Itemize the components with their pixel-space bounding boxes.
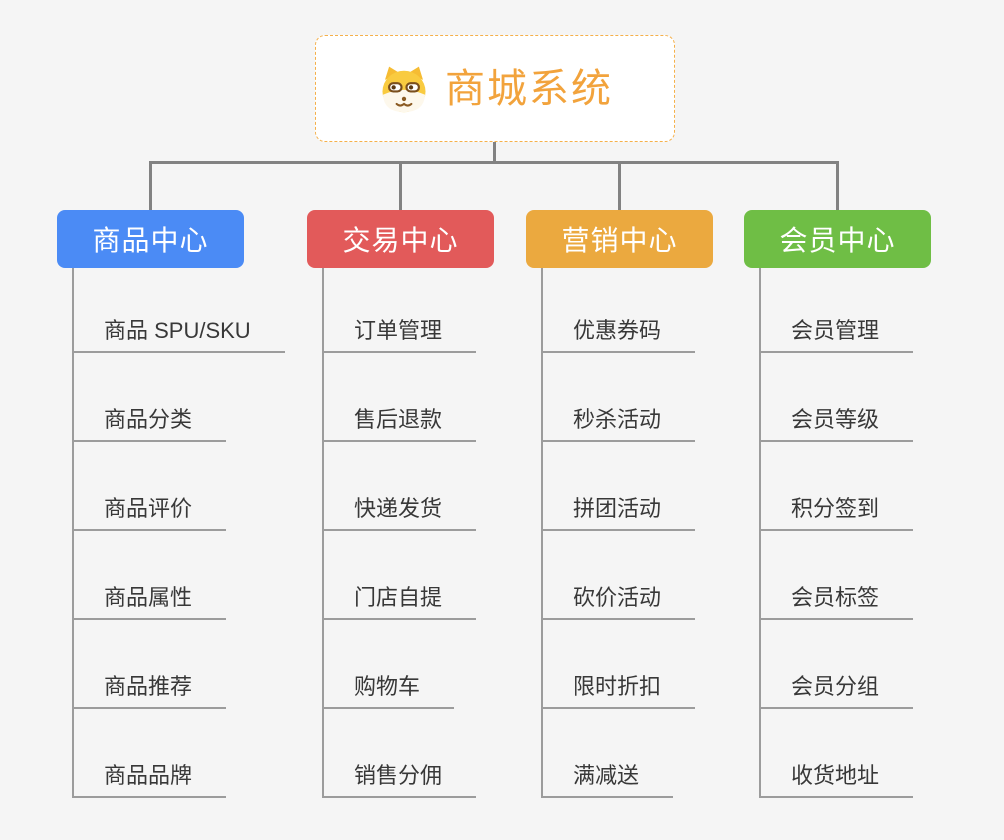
connector-drop-trade: [399, 163, 402, 210]
branch-item-list: 会员管理 会员等级 积分签到 会员标签 会员分组 收货地址: [759, 268, 954, 798]
connector-drop-product: [149, 163, 152, 210]
node-store-pickup[interactable]: 门店自提: [324, 531, 477, 620]
node-aftersale-refund[interactable]: 售后退款: [324, 353, 477, 442]
node-flash-sale[interactable]: 秒杀活动: [543, 353, 696, 442]
node-product-recommend[interactable]: 商品推荐: [74, 620, 227, 709]
connector-drop-member: [836, 163, 839, 210]
node-product-category[interactable]: 商品分类: [74, 353, 227, 442]
branch-member-center: 会员中心 会员管理 会员等级 积分签到 会员标签 会员分组 收货地址: [744, 210, 954, 798]
node-limited-time-discount[interactable]: 限时折扣: [543, 620, 696, 709]
node-shopping-cart[interactable]: 购物车: [324, 620, 455, 709]
node-member-management[interactable]: 会员管理: [761, 268, 914, 353]
branch-header-trade-center[interactable]: 交易中心: [307, 210, 494, 268]
node-shipping-address[interactable]: 收货地址: [761, 709, 914, 798]
root-node-mall-system[interactable]: 商城系统: [315, 35, 675, 142]
node-member-tag[interactable]: 会员标签: [761, 531, 914, 620]
branch-header-member-center[interactable]: 会员中心: [744, 210, 931, 268]
node-member-level[interactable]: 会员等级: [761, 353, 914, 442]
node-member-group[interactable]: 会员分组: [761, 620, 914, 709]
node-express-delivery[interactable]: 快递发货: [324, 442, 477, 531]
node-full-reduction[interactable]: 满减送: [543, 709, 674, 798]
node-points-checkin[interactable]: 积分签到: [761, 442, 914, 531]
dog-face-icon: [382, 66, 426, 112]
branch-item-list: 优惠券码 秒杀活动 拼团活动 砍价活动 限时折扣 满减送: [541, 268, 736, 798]
branch-item-list: 商品 SPU/SKU 商品分类 商品评价 商品属性 商品推荐 商品品牌: [72, 268, 285, 798]
node-product-brand[interactable]: 商品品牌: [74, 709, 227, 798]
branch-marketing-center: 营销中心 优惠券码 秒杀活动 拼团活动 砍价活动 限时折扣 满减送: [526, 210, 736, 798]
branch-item-list: 订单管理 售后退款 快递发货 门店自提 购物车 销售分佣: [322, 268, 517, 798]
node-order-management[interactable]: 订单管理: [324, 268, 477, 353]
connector-drop-marketing: [618, 163, 621, 210]
branch-header-product-center[interactable]: 商品中心: [57, 210, 244, 268]
branch-product-center: 商品中心 商品 SPU/SKU 商品分类 商品评价 商品属性 商品推荐 商品品牌: [57, 210, 285, 798]
root-title: 商城系统: [445, 66, 613, 111]
branch-trade-center: 交易中心 订单管理 售后退款 快递发货 门店自提 购物车 销售分佣: [307, 210, 517, 798]
node-product-attribute[interactable]: 商品属性: [74, 531, 227, 620]
branch-header-marketing-center[interactable]: 营销中心: [526, 210, 713, 268]
node-bargain-activity[interactable]: 砍价活动: [543, 531, 696, 620]
node-product-review[interactable]: 商品评价: [74, 442, 227, 531]
connector-root-stub: [493, 142, 496, 162]
node-group-buy[interactable]: 拼团活动: [543, 442, 696, 531]
node-coupon-code[interactable]: 优惠券码: [543, 268, 696, 353]
connector-trunk-line: [149, 161, 839, 164]
node-product-spu-sku[interactable]: 商品 SPU/SKU: [74, 268, 285, 353]
node-sales-commission[interactable]: 销售分佣: [324, 709, 477, 798]
